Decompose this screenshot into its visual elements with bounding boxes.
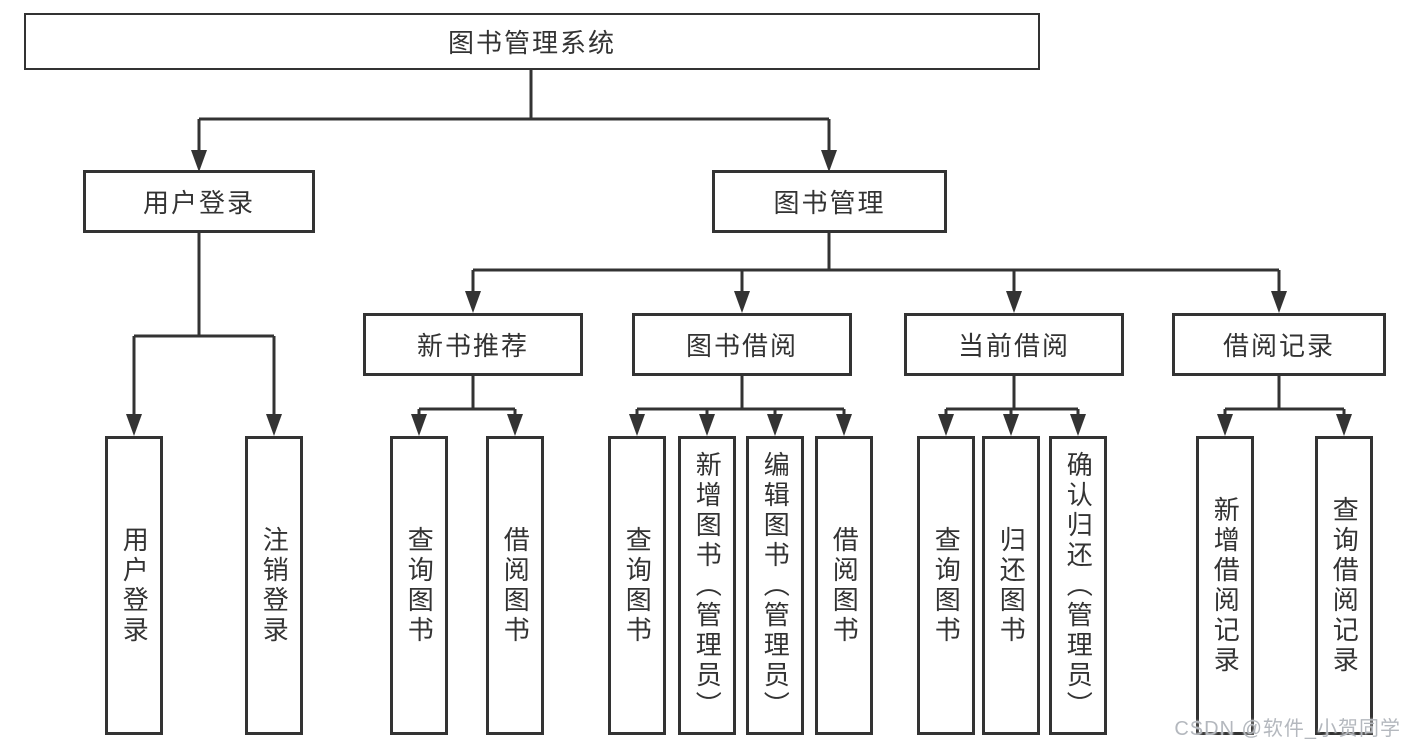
node-label: 新增图书（管理员） [692,450,723,721]
arrow-head [411,414,427,436]
node-leaf-query-borrow-record: 查询借阅记录 [1315,436,1373,735]
arrow-head [507,414,523,436]
node-label: 查询图书 [404,525,435,646]
node-leaf-return-books: 归还图书 [982,436,1040,735]
node-label: 查询借阅记录 [1329,495,1360,676]
node-root: 图书管理系统 [24,13,1040,70]
node-label: 新书推荐 [416,331,529,361]
node-label: 用户登录 [119,525,150,646]
node-book-borrow: 图书借阅 [632,313,852,376]
arrow-head [465,291,481,313]
node-book-management: 图书管理 [712,170,947,233]
arrow-head [266,414,282,436]
node-label: 图书管理系统 [447,28,616,58]
node-borrow-records: 借阅记录 [1172,313,1386,376]
arrow-head [1217,414,1233,436]
node-label: 借阅图书 [829,525,860,646]
node-label: 当前借阅 [957,331,1070,361]
node-leaf-query-books: 查询图书 [608,436,666,735]
node-leaf-borrow-books: 借阅图书 [815,436,873,735]
watermark: CSDN @软件_小贺同学 [1174,718,1401,740]
arrow-head [1070,414,1086,436]
node-leaf-user-login: 用户登录 [105,436,163,735]
node-label: 注销登录 [259,525,290,646]
arrow-head [126,414,142,436]
arrow-head [629,414,645,436]
node-label: 归还图书 [996,525,1027,646]
node-leaf-add-borrow-record: 新增借阅记录 [1196,436,1254,735]
node-leaf-edit-books-admin: 编辑图书（管理员） [746,436,804,735]
node-label: 查询图书 [931,525,962,646]
node-leaf-query-books: 查询图书 [390,436,448,735]
node-leaf-confirm-return-admin: 确认归还（管理员） [1049,436,1107,735]
arrow-head [1336,414,1352,436]
node-label: 借阅记录 [1222,331,1335,361]
node-leaf-query-books: 查询图书 [917,436,975,735]
node-label: 确认归还（管理员） [1063,450,1094,721]
node-label: 用户登录 [142,188,255,218]
node-label: 新增借阅记录 [1210,495,1241,676]
node-leaf-logout: 注销登录 [245,436,303,735]
node-label: 图书借阅 [685,331,798,361]
arrow-head [734,291,750,313]
arrow-head [1271,291,1287,313]
arrow-head [191,150,207,172]
arrow-head [1003,414,1019,436]
node-label: 借阅图书 [500,525,531,646]
node-current-borrow: 当前借阅 [904,313,1124,376]
node-new-book-recommend: 新书推荐 [363,313,583,376]
node-label: 图书管理 [773,188,886,218]
arrow-head [699,414,715,436]
node-label: 查询图书 [622,525,653,646]
node-user-login: 用户登录 [83,170,315,233]
node-leaf-borrow-books: 借阅图书 [486,436,544,735]
node-leaf-add-books-admin: 新增图书（管理员） [678,436,736,735]
node-label: 编辑图书（管理员） [760,450,791,721]
arrow-head [938,414,954,436]
arrow-head [767,414,783,436]
arrow-head [836,414,852,436]
arrow-head [821,150,837,172]
arrow-head [1006,291,1022,313]
arrow-head-group [126,150,1352,436]
